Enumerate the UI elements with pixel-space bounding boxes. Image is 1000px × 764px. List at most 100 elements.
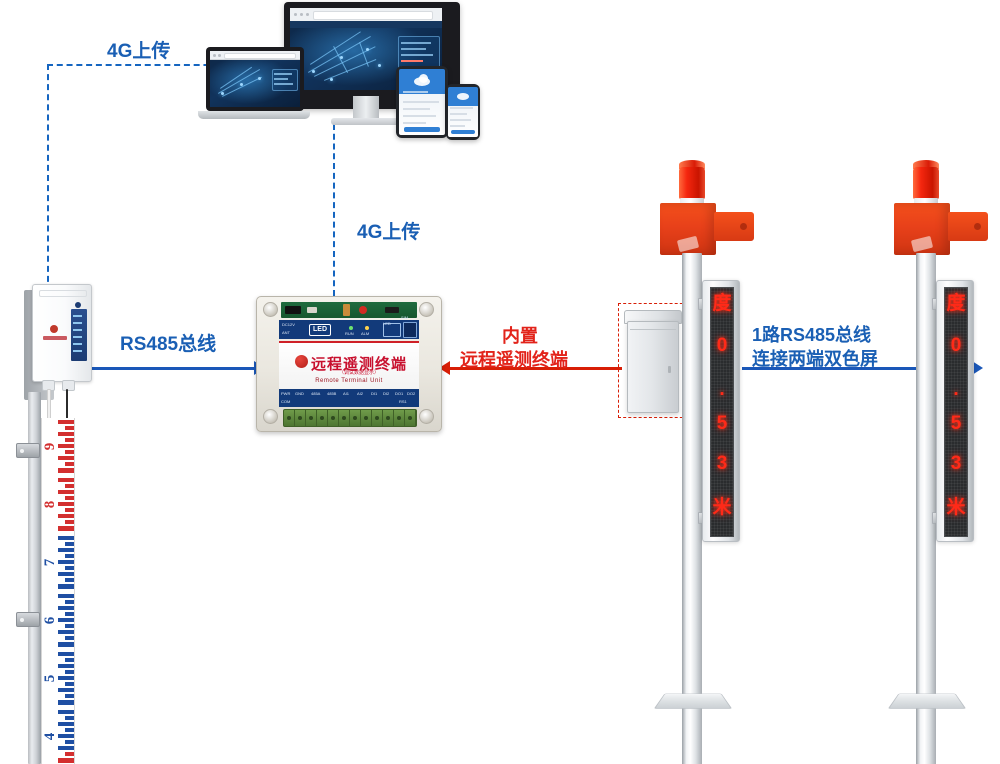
- gauge-segment: 6: [42, 592, 74, 650]
- terminal-port: [383, 410, 394, 426]
- gauge-support-pole: [28, 392, 41, 764]
- terminal-port: [328, 410, 339, 426]
- laptop-browser-bar: [210, 51, 300, 60]
- label-4g-uplink-mid: 4G上传: [357, 222, 421, 243]
- rtu-terminal-label: DO1: [395, 391, 404, 396]
- sensor-brand-logo: [50, 325, 58, 333]
- alarm-beacon-body: [913, 167, 939, 199]
- terminal-port: [317, 410, 328, 426]
- cloud-icon-phone: [457, 93, 469, 100]
- uplink-dashed-vertical-left: [47, 64, 49, 292]
- staff-gauge: 9 8 7: [41, 418, 75, 764]
- rtu-terminal-label: GND: [295, 391, 304, 396]
- led-character: 0: [716, 335, 728, 356]
- gauge-number: 7: [42, 558, 58, 567]
- laptop-data-panel: [272, 69, 298, 91]
- rtu-port-label: SIM: [401, 315, 409, 320]
- rs485-line-right: [742, 367, 974, 370]
- rtu-terminal-label: AI2: [357, 391, 364, 396]
- water-level-sensor-assembly: [18, 284, 96, 764]
- led-character: .: [953, 379, 959, 400]
- terminal-port: [372, 410, 383, 426]
- rtu-product-english: Remote Terminal Unit: [315, 378, 383, 384]
- sensor-indicator: [75, 302, 81, 308]
- monitor-app-toolbar: [290, 21, 442, 28]
- warning-pole-left: 度 0 . 5 3 米: [648, 160, 758, 764]
- led-character: 3: [716, 453, 728, 474]
- alarm-beacon-dome: [913, 160, 939, 169]
- led-display-screen: 度 0 . 5 3 米: [944, 287, 968, 537]
- laptop-network-graphic: [216, 66, 272, 101]
- rtu-screw-terminal-block: [283, 409, 417, 427]
- builtin-line: [450, 367, 622, 370]
- monitor-browser-bar: [290, 8, 442, 22]
- led-character: .: [719, 379, 725, 400]
- uplink-dashed-vertical-rtu: [333, 124, 335, 296]
- gauge-segment: 9: [42, 418, 74, 476]
- sensor-terminal-chip: [71, 309, 87, 361]
- pole-shaft: [916, 253, 936, 764]
- field-control-cabinet: [624, 310, 682, 413]
- monitor-screen: [290, 8, 442, 90]
- rtu-port-label: LED: [383, 321, 391, 326]
- pole-base-plate: [887, 693, 967, 709]
- rtu-terminal-label: DI1: [371, 391, 378, 396]
- rtu-screw-hole: [419, 409, 434, 424]
- alarm-beacon-body: [679, 167, 705, 199]
- gauge-number: 5: [42, 674, 58, 683]
- pole-base-plate: [653, 693, 733, 709]
- alarm-beacon-base: [914, 198, 938, 204]
- rtu-nameplate: 远程遥测终端 （调试数据显示） Remote Terminal Unit: [279, 341, 419, 391]
- rtu-port-label: DC12V: [282, 322, 295, 327]
- led-character: 米: [712, 497, 732, 518]
- rtu-terminal-label: DO2: [407, 391, 416, 396]
- phone-screen: [448, 87, 478, 137]
- rtu-terminal-label: RS1: [399, 399, 407, 404]
- label-rs485-right-line1: 1路RS485总线: [752, 325, 872, 345]
- rtu-pcb-strip: [281, 302, 417, 318]
- rtu-port-label: ALM: [361, 331, 370, 336]
- rtu-bottom-port-band: PWR GND 485A 485B AI1 AI2 DI1 DI2 DO1 DO…: [279, 389, 419, 407]
- gauge-number: 8: [42, 500, 58, 509]
- tablet-screen: [399, 69, 445, 135]
- rs485-line-left: [88, 367, 256, 370]
- laptop: [198, 47, 310, 119]
- rtu-status-led: [349, 326, 353, 330]
- terminal-port: [295, 410, 306, 426]
- cloud-icon-bump: [419, 74, 428, 83]
- terminal-port: [284, 410, 295, 426]
- rtu-brand-logo: [295, 355, 308, 368]
- gauge-number: 6: [42, 616, 58, 625]
- label-rs485-bus: RS485总线: [120, 334, 217, 355]
- sensor-cable-black: [66, 389, 68, 429]
- rtu-status-led: [365, 326, 369, 330]
- laptop-base: [198, 111, 310, 119]
- rtu-terminal-label: PWR: [281, 391, 291, 396]
- phone-action-button[interactable]: [451, 130, 475, 134]
- siren-horn-mouth: [948, 212, 988, 241]
- rtu-terminal-label: DI2: [383, 391, 390, 396]
- phone: [446, 84, 480, 140]
- gauge-segment: 4: [42, 708, 74, 764]
- label-builtin-line2: 远程遥测终端: [460, 350, 568, 370]
- led-character: 5: [950, 413, 962, 434]
- rtu-terminal-label: AI1: [343, 391, 350, 396]
- warning-pole-right: 度 0 . 5 3 米: [882, 160, 992, 764]
- rtu-port-label: RUN: [345, 331, 354, 336]
- gauge-number: 9: [42, 442, 58, 451]
- led-character: 5: [716, 413, 728, 434]
- tablet: [396, 66, 448, 138]
- tablet-action-button[interactable]: [404, 127, 440, 132]
- gauge-segment: 7: [42, 534, 74, 592]
- pole-shaft: [682, 253, 702, 764]
- rtu-screw-hole: [263, 302, 278, 317]
- terminal-port: [350, 410, 361, 426]
- alarm-beacon-dome: [679, 160, 705, 169]
- monitor-stand-neck: [353, 96, 379, 118]
- sensor-brand-text: [43, 336, 67, 340]
- rtu-product-subtitle: （调试数据显示）: [338, 370, 379, 376]
- gauge-clamp-lower: [16, 612, 40, 627]
- label-4g-uplink-top: 4G上传: [107, 41, 171, 62]
- alarm-beacon-base: [680, 198, 704, 204]
- rtu-product-name: 远程遥测终端: [310, 356, 407, 373]
